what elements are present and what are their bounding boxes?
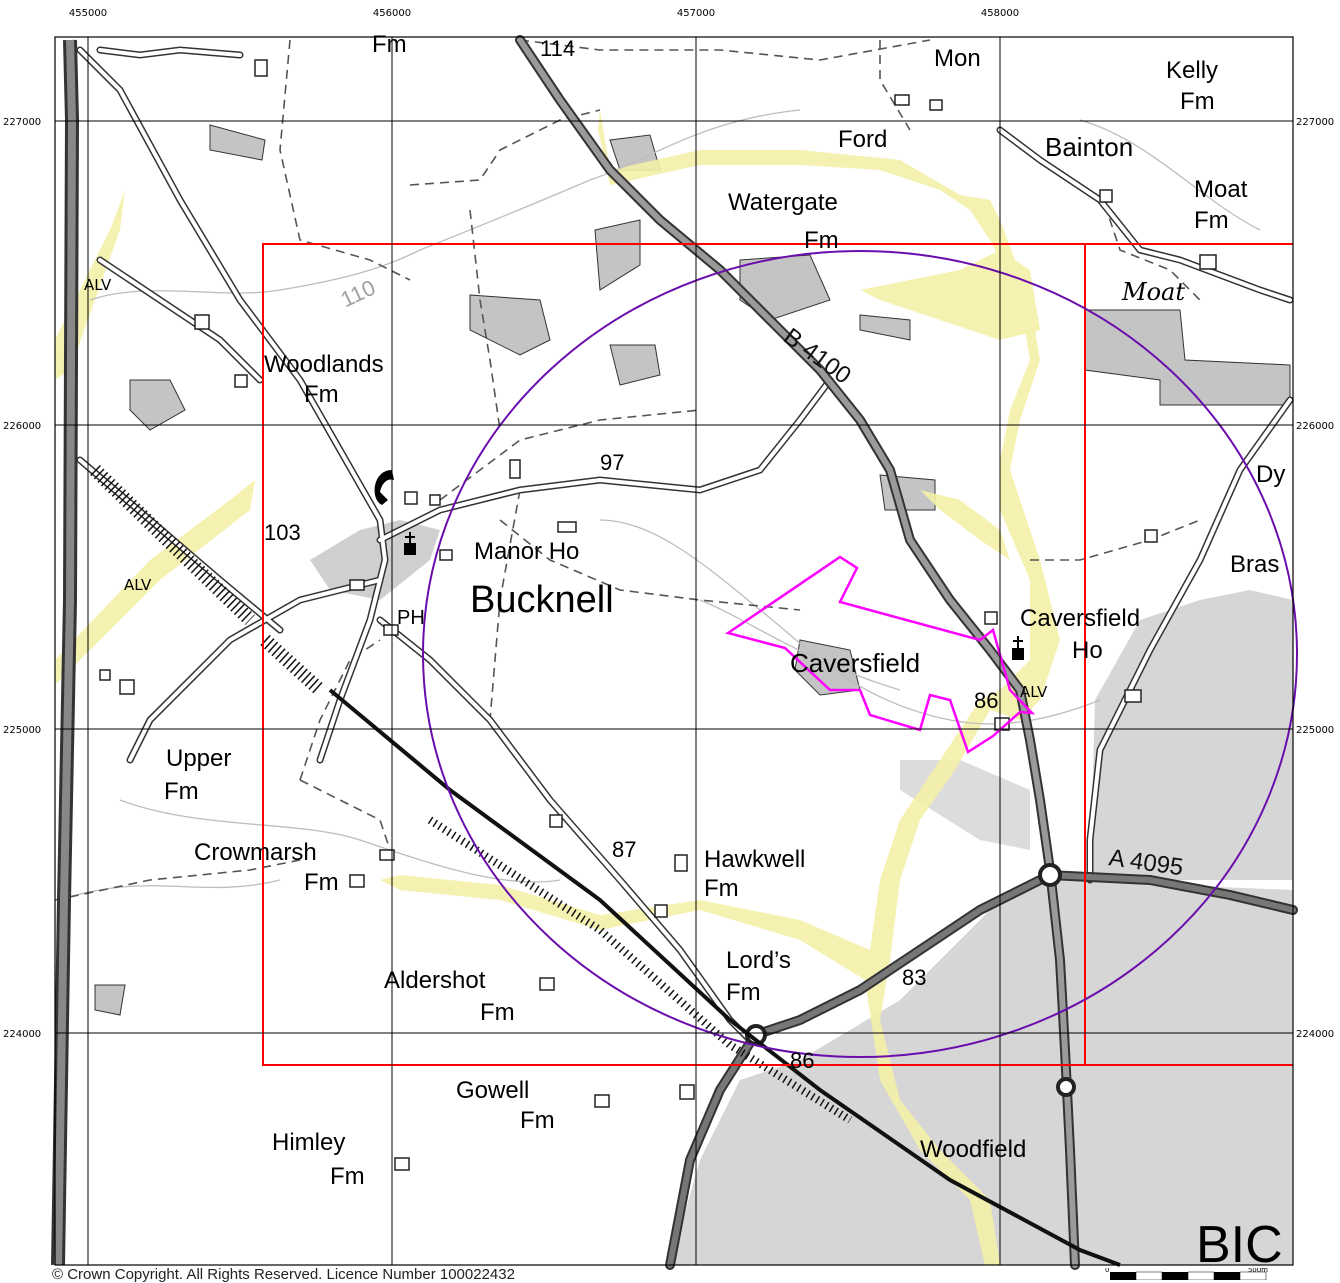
place-label-lords: Lord’s bbox=[726, 947, 791, 974]
place-label-bucknell: Bucknell bbox=[470, 579, 614, 621]
road-a4095 bbox=[665, 869, 1298, 1270]
scale-start: 0 bbox=[1105, 1268, 1109, 1274]
place-label-himley-fm: Fm bbox=[330, 1163, 365, 1190]
place-label-bainton: Bainton bbox=[1045, 132, 1133, 162]
place-label-kelly-fm: Fm bbox=[1180, 88, 1215, 115]
place-label-ford: Ford bbox=[838, 126, 887, 153]
map-symbols bbox=[374, 470, 1024, 660]
easting-label: 455000 bbox=[69, 8, 107, 19]
footpaths bbox=[54, 39, 1201, 901]
spot-height: 97 bbox=[600, 450, 624, 475]
place-label-moat-fm-2: Fm bbox=[1194, 207, 1229, 234]
alv-label: ALV bbox=[1020, 683, 1048, 701]
place-label-mon: Mon bbox=[934, 45, 981, 72]
spot-height: 87 bbox=[612, 837, 636, 862]
place-label-moat-fm: Moat bbox=[1194, 176, 1248, 203]
place-label-crowmarsh-fm: Fm bbox=[304, 869, 339, 896]
map-border bbox=[54, 36, 1294, 1266]
place-label-manor-ho: Manor Ho bbox=[474, 538, 579, 565]
place-label-ph: PH bbox=[397, 607, 425, 629]
place-label-gowell-fm: Fm bbox=[520, 1107, 555, 1134]
northing-label-left: 226000 bbox=[3, 421, 41, 432]
site-boundary bbox=[725, 555, 1036, 754]
spot-height: 114 bbox=[540, 36, 575, 61]
spot-height: 86 bbox=[790, 1048, 814, 1073]
church-cross-icon bbox=[405, 532, 415, 543]
copyright-notice: © Crown Copyright. All Rights Reserved. … bbox=[52, 1266, 515, 1283]
easting-label: 456000 bbox=[373, 8, 411, 19]
place-label-aldershot: Aldershot bbox=[384, 967, 486, 994]
place-label-lords-fm: Fm bbox=[726, 979, 761, 1006]
northing-label-right: 227000 bbox=[1296, 117, 1334, 128]
place-label-woodfield: Woodfield bbox=[920, 1136, 1026, 1163]
buildings bbox=[99, 59, 1217, 1171]
alv-label: ALV bbox=[124, 576, 152, 594]
place-label-caversfield-ho-2: Ho bbox=[1072, 637, 1103, 664]
grid-labels: 455000 456000 457000 458000 227000 22600… bbox=[3, 8, 1334, 1040]
place-label-bras: Bras bbox=[1230, 551, 1279, 578]
church-icon bbox=[1012, 648, 1024, 660]
place-label-upper: Upper bbox=[166, 745, 231, 772]
place-label-crowmarsh: Crowmarsh bbox=[194, 839, 317, 866]
place-label-caversfield-ho: Caversfield bbox=[1020, 605, 1140, 632]
spot-height: 103 bbox=[264, 520, 301, 545]
place-label-fm-top: Fm bbox=[372, 31, 407, 58]
place-labels: Bucknell Caversfield Bainton Woodlands F… bbox=[164, 31, 1285, 1274]
easting-label: 457000 bbox=[677, 8, 715, 19]
northing-label-left: 224000 bbox=[3, 1029, 41, 1040]
study-area-box bbox=[262, 243, 1086, 1066]
place-label-bic: BIC bbox=[1196, 1216, 1283, 1274]
study-area-boxes bbox=[262, 243, 1293, 1066]
easting-label: 458000 bbox=[981, 8, 1019, 19]
place-label-caversfield: Caversfield bbox=[790, 648, 920, 678]
grid-lines bbox=[55, 37, 1293, 1265]
buffer-ring bbox=[422, 250, 1298, 1058]
telephone-icon bbox=[374, 470, 394, 505]
alv-labels: ALV ALV ALV bbox=[84, 276, 1048, 701]
road-b4100 bbox=[515, 35, 1080, 1270]
northing-label-left: 227000 bbox=[3, 117, 41, 128]
northing-label-right: 225000 bbox=[1296, 725, 1334, 736]
northing-label-left: 225000 bbox=[3, 725, 41, 736]
roundabouts bbox=[745, 863, 1076, 1097]
alv-label: ALV bbox=[84, 276, 112, 294]
place-label-moat: Moat bbox=[1121, 278, 1185, 306]
scale-end: 500m bbox=[1248, 1268, 1268, 1274]
motorway-left bbox=[51, 39, 80, 1266]
railway bbox=[90, 464, 1121, 1267]
church-icon bbox=[404, 543, 416, 555]
place-label-upper-fm: Fm bbox=[164, 778, 199, 805]
place-label-woodlands-fm: Fm bbox=[304, 381, 339, 408]
place-label-hawkwell-fm: Fm bbox=[704, 875, 739, 902]
place-label-gowell: Gowell bbox=[456, 1077, 529, 1104]
place-label-watergate-fm: Fm bbox=[804, 227, 839, 254]
place-label-dy: Dy bbox=[1256, 461, 1285, 488]
adjacent-box-edge bbox=[1085, 243, 1293, 1066]
northing-label-right: 226000 bbox=[1296, 421, 1334, 432]
church-cross-icon bbox=[1013, 636, 1023, 648]
place-label-watergate: Watergate bbox=[728, 189, 838, 216]
spot-height: 83 bbox=[902, 965, 926, 990]
place-label-kelly: Kelly bbox=[1166, 57, 1218, 84]
place-label-woodlands: Woodlands bbox=[264, 351, 384, 378]
northing-label-right: 224000 bbox=[1296, 1029, 1334, 1040]
spot-height: 86 bbox=[974, 688, 998, 713]
scale-bar: 0 500m bbox=[1105, 1268, 1268, 1280]
place-label-aldershot-fm: Fm bbox=[480, 999, 515, 1026]
place-label-hawkwell: Hawkwell bbox=[704, 846, 805, 873]
place-label-himley: Himley bbox=[272, 1129, 345, 1156]
